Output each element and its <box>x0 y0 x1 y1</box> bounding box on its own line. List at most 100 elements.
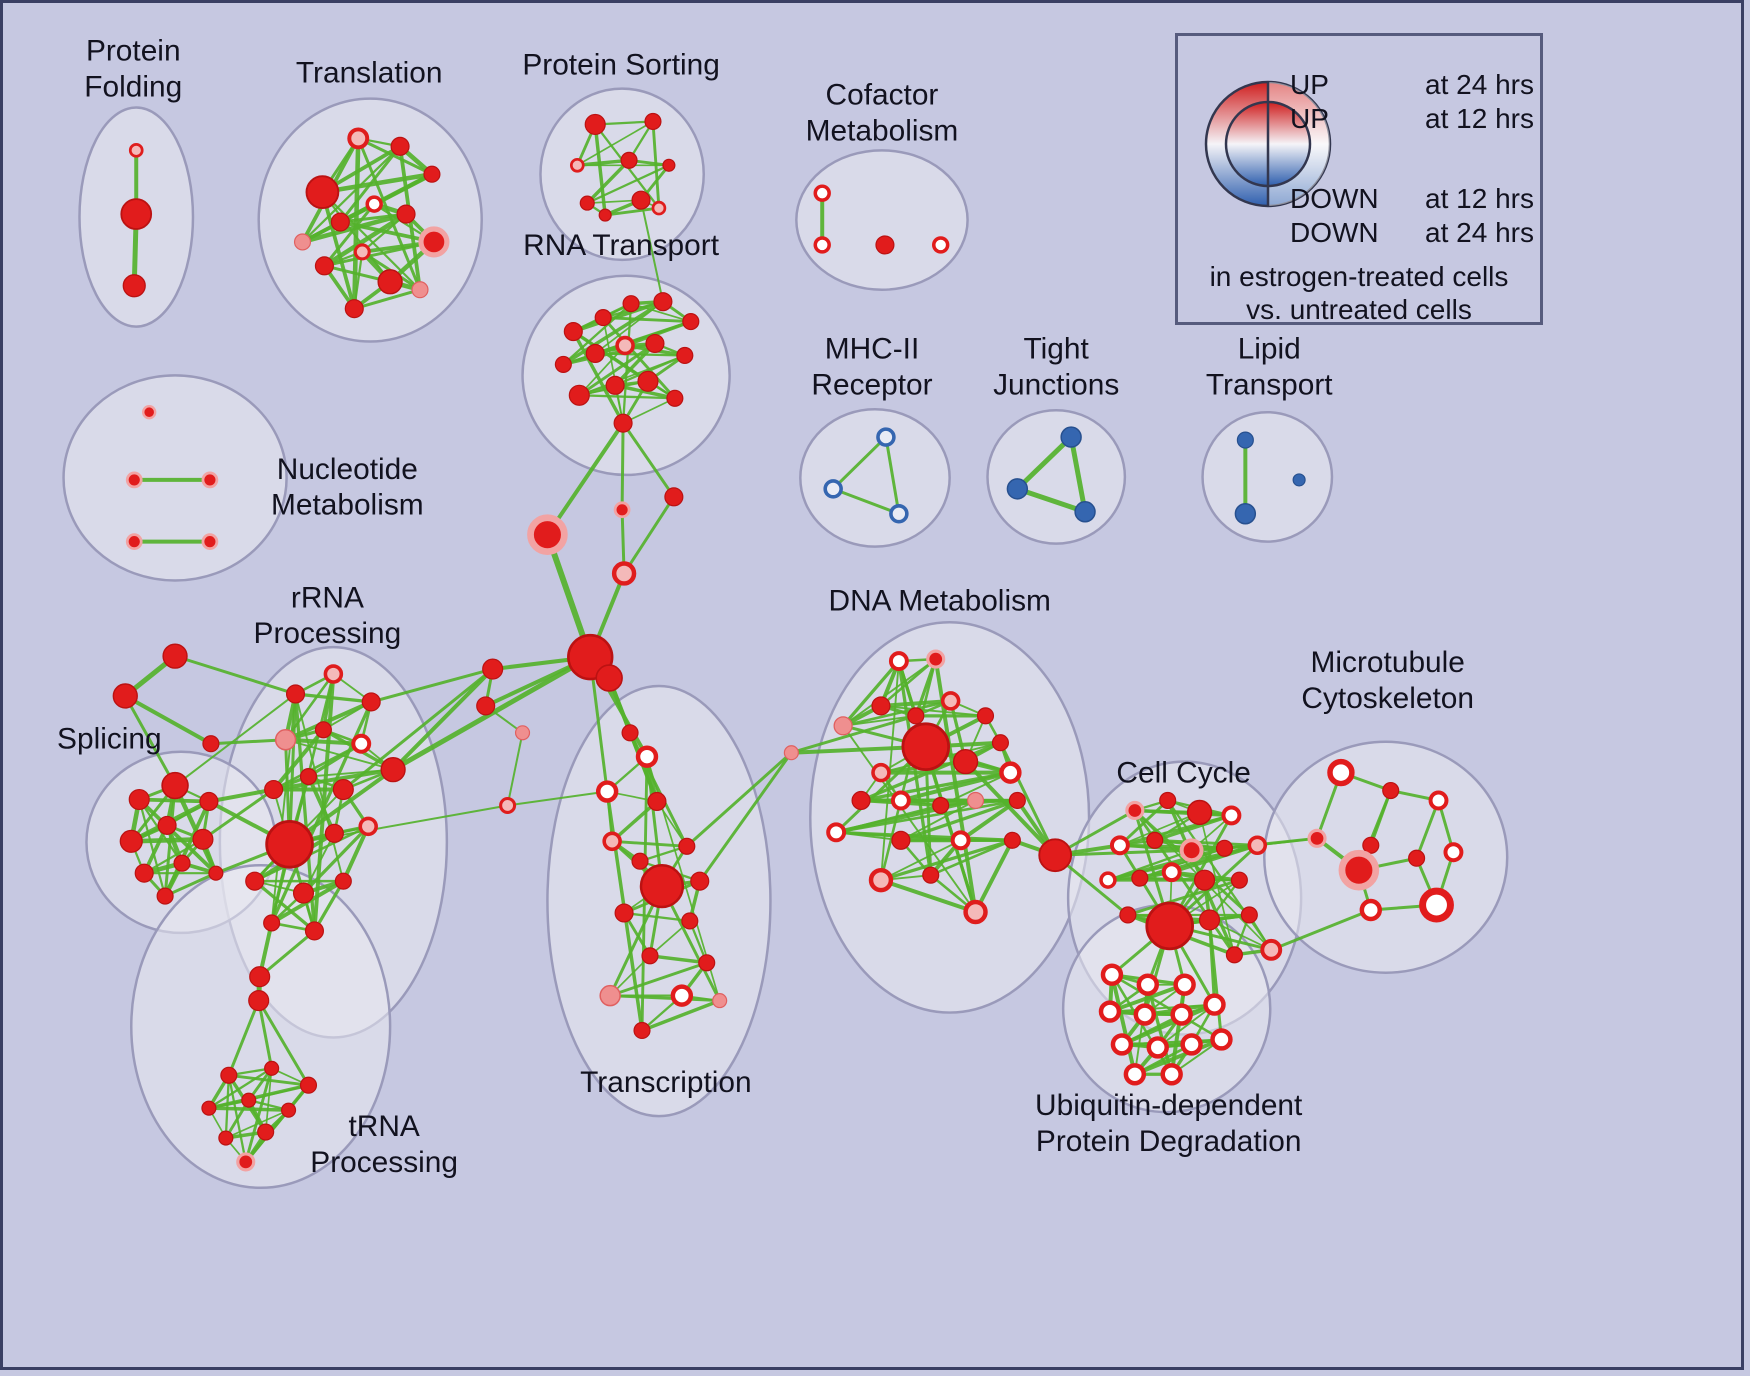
network-node <box>299 1076 318 1094</box>
network-node <box>645 333 665 354</box>
cluster-label-protein-sorting: Protein Sorting <box>522 49 720 82</box>
network-node <box>1247 835 1268 856</box>
network-node <box>851 790 871 811</box>
network-node <box>662 158 676 172</box>
network-node <box>292 882 315 904</box>
network-node <box>963 899 988 925</box>
network-node <box>666 389 684 407</box>
network-edge <box>899 799 977 842</box>
network-edge <box>640 998 722 1033</box>
network-node <box>585 343 605 364</box>
network-edge <box>1014 486 1088 515</box>
network-node <box>813 236 831 254</box>
cluster-ellipse-lipid-transport <box>1201 410 1334 543</box>
network-node <box>418 226 450 258</box>
network-edge <box>1256 837 1319 847</box>
network-node <box>1292 473 1306 487</box>
network-node <box>1110 1033 1134 1056</box>
network-node <box>1307 828 1327 848</box>
network-edge <box>1153 813 1234 843</box>
network-node <box>324 823 344 843</box>
network-node <box>134 863 154 883</box>
network-node <box>1327 758 1355 787</box>
network-node <box>678 837 696 855</box>
network-node <box>579 195 595 211</box>
network-edge <box>506 790 609 807</box>
network-edge <box>1109 972 1137 1077</box>
network-node <box>1006 478 1029 500</box>
network-edge <box>369 667 495 704</box>
network-node <box>1230 871 1248 889</box>
network-node <box>644 112 662 131</box>
cluster-ellipse-mhc-ii-receptor <box>799 407 951 548</box>
network-node <box>890 790 911 811</box>
network-node <box>264 779 284 800</box>
network-node <box>161 771 189 800</box>
network-node <box>999 761 1022 784</box>
network-edge <box>123 694 177 788</box>
cluster-ellipse-trna-processing <box>130 863 392 1190</box>
network-node <box>314 256 334 276</box>
network-node <box>712 993 728 1009</box>
network-edge <box>578 394 677 400</box>
network-node <box>952 749 979 775</box>
network-edge <box>1269 908 1373 952</box>
network-node <box>1225 946 1243 964</box>
network-node <box>332 778 354 801</box>
network-edge <box>1133 983 1149 1076</box>
network-edge <box>351 136 361 311</box>
network-edge <box>842 724 977 913</box>
network-node <box>641 947 659 965</box>
network-node <box>380 756 406 783</box>
network-node <box>353 243 371 261</box>
network-edge <box>884 435 901 516</box>
network-node <box>293 233 312 251</box>
network-edge <box>880 839 962 882</box>
network-edge <box>320 190 357 311</box>
network-node <box>249 966 271 988</box>
network-edge <box>338 144 402 224</box>
network-edge <box>1126 878 1241 917</box>
network-node <box>563 321 583 342</box>
network-node <box>637 370 659 392</box>
network-edge <box>585 158 631 205</box>
network-edge <box>1169 982 1187 1077</box>
network-node <box>783 745 799 761</box>
network-node <box>1198 909 1221 931</box>
legend-down12-label: DOWN <box>1290 183 1379 214</box>
cluster-ellipse-protein-sorting <box>539 87 705 262</box>
network-node <box>199 791 219 812</box>
network-edge <box>301 145 402 244</box>
network-node <box>285 684 306 704</box>
network-node <box>173 854 191 872</box>
network-node <box>633 1021 651 1040</box>
network-edge <box>622 397 676 424</box>
network-edge <box>307 768 395 778</box>
network-edge <box>264 1067 273 1133</box>
network-edge <box>649 920 691 957</box>
network-node <box>157 815 177 835</box>
network-edge <box>143 838 205 875</box>
network-edge <box>831 487 901 516</box>
network-node <box>1173 973 1196 996</box>
network-edge <box>603 206 661 217</box>
network-node <box>390 136 410 156</box>
network-edge <box>173 654 298 696</box>
legend-down24-label: DOWN <box>1290 217 1379 248</box>
network-node <box>1408 849 1426 867</box>
network-node <box>647 791 667 812</box>
network-edge <box>253 879 317 933</box>
network-node <box>940 691 961 711</box>
network-edge <box>1119 1002 1217 1047</box>
network-node <box>334 872 352 890</box>
network-node <box>1338 849 1380 891</box>
network-node <box>1008 791 1026 810</box>
network-node <box>476 696 496 716</box>
network-node <box>1119 906 1137 924</box>
network-node <box>976 707 995 725</box>
network-edge <box>390 654 593 773</box>
network-edge <box>973 838 1015 914</box>
